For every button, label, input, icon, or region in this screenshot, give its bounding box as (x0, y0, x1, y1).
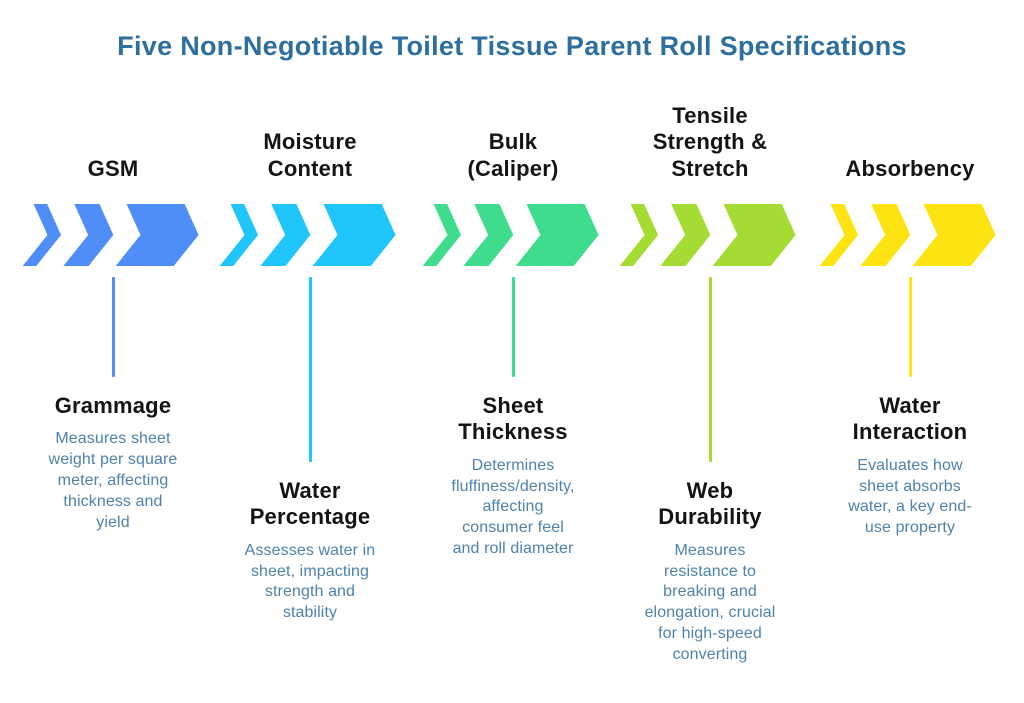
spec-subtitle: Water Percentage (249, 478, 371, 530)
spec-subtitle: Grammage (54, 393, 172, 418)
spec-name: Bulk (Caliper) (467, 129, 559, 182)
spec-column-absorbency: Absorbency Water Interaction Evaluates h… (815, 88, 1005, 539)
spec-name: Tensile Strength & Stretch (652, 102, 768, 182)
connector-line (708, 277, 712, 462)
spec-column-gsm: GSM Grammage Measures sheet weight per s… (18, 88, 208, 533)
spec-name: Absorbency (845, 156, 975, 182)
chevron-arrows-icon (619, 204, 796, 266)
chevron-arrows-icon (22, 204, 199, 266)
page-title: Five Non-Negotiable Toilet Tissue Parent… (117, 31, 907, 61)
chevron-arrows-icon (219, 204, 396, 266)
spec-column-tensile-strength: Tensile Strength & Stretch Web Durabilit… (615, 88, 805, 666)
spec-name: Moisture Content (263, 129, 357, 182)
connector-line (511, 277, 515, 377)
spec-column-bulk-caliper: Bulk (Caliper) Sheet Thickness Determine… (418, 88, 608, 560)
spec-name: GSM (87, 156, 139, 182)
spec-subtitle: Sheet Thickness (458, 393, 568, 445)
connector-line (308, 277, 312, 462)
spec-subtitle: Water Interaction (852, 393, 968, 445)
spec-description: Evaluates how sheet absorbs water, a key… (848, 456, 972, 537)
connector-line (908, 277, 912, 377)
spec-subtitle: Web Durability (658, 478, 762, 530)
spec-description: Determines fluffiness/density, affecting… (451, 456, 575, 557)
connector-line (111, 277, 115, 377)
spec-description: Measures resistance to breaking and elon… (644, 541, 776, 663)
chevron-arrows-icon (422, 204, 599, 266)
spec-description: Measures sheet weight per square meter, … (48, 430, 178, 531)
chevron-arrows-icon (819, 204, 996, 266)
spec-column-moisture-content: Moisture Content Water Percentage Assess… (215, 88, 405, 624)
spec-description: Assesses water in sheet, impacting stren… (244, 541, 376, 622)
